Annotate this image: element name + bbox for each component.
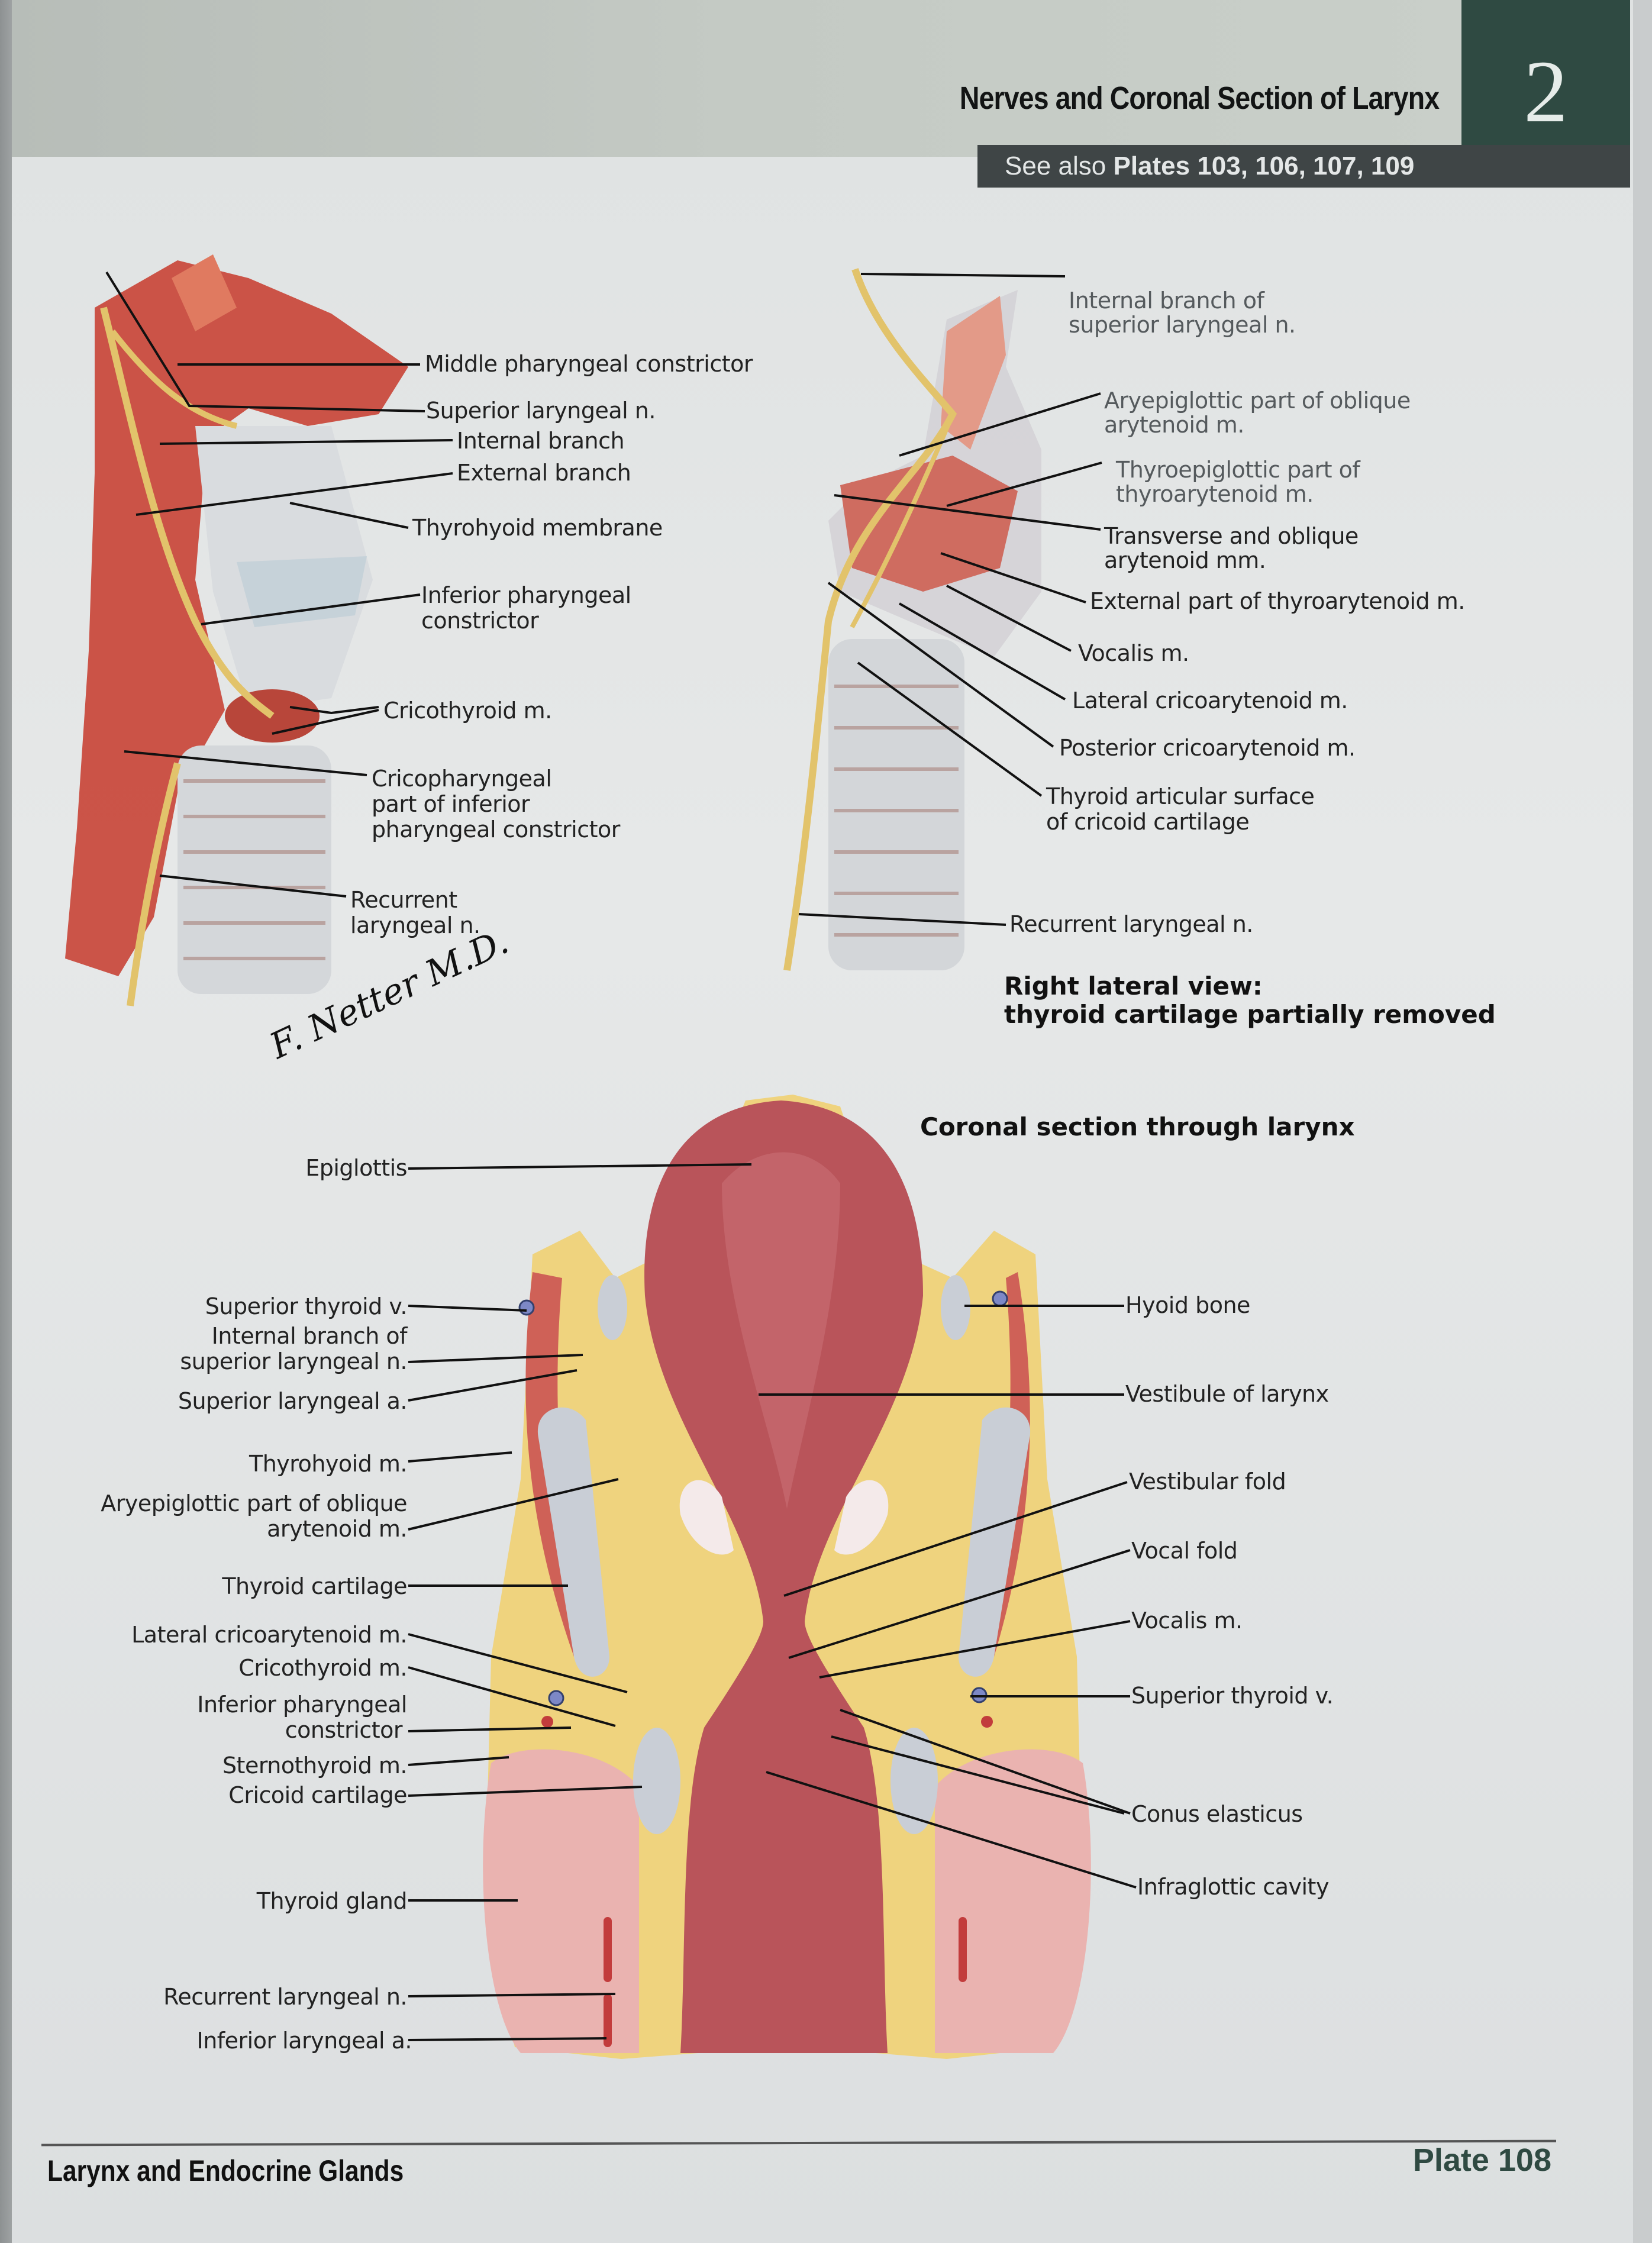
label-infraglottic-cavity: Infraglottic cavity bbox=[1137, 1874, 1329, 1900]
right-larynx-illustration bbox=[783, 268, 1041, 971]
label-cricopharyngeal-line3: pharyngeal constrictor bbox=[372, 816, 620, 843]
label-recurrent-laryngeal-n-right: Recurrent laryngeal n. bbox=[1009, 911, 1253, 937]
label-internal-branch-line1: Internal branch of bbox=[211, 1323, 408, 1349]
label-conus-elasticus: Conus elasticus bbox=[1131, 1801, 1303, 1827]
label-thyroepiglottic-line1: Thyroepiglottic part of bbox=[1116, 457, 1360, 483]
label-lateral-cricoarytenoid: Lateral cricoarytenoid m. bbox=[1072, 688, 1348, 714]
chapter-tab: 2 bbox=[1461, 0, 1630, 145]
label-aryepiglottic-coronal-line2: arytenoid m. bbox=[267, 1516, 407, 1542]
label-vocalis-m: Vocalis m. bbox=[1078, 640, 1189, 666]
left-larynx-illustration bbox=[65, 254, 408, 1006]
label-thyrohyoid-m: Thyrohyoid m. bbox=[249, 1451, 408, 1477]
label-hyoid-bone: Hyoid bone bbox=[1125, 1292, 1250, 1318]
label-cricopharyngeal-line1: Cricopharyngeal bbox=[372, 766, 552, 792]
label-inferior-pharyngeal-coronal-line1: Inferior pharyngeal bbox=[197, 1692, 407, 1718]
label-aryepiglottic-coronal-line1: Aryepiglottic part of oblique bbox=[101, 1490, 407, 1516]
caption-thyroid-removed: thyroid cartilage partially removed bbox=[1004, 1000, 1496, 1029]
label-transverse-oblique-line1: Transverse and oblique bbox=[1104, 523, 1359, 549]
label-transverse-oblique-line2: arytenoid mm. bbox=[1104, 547, 1266, 573]
label-external-branch: External branch bbox=[457, 460, 631, 486]
label-internal-branch-sup-laryngeal-line1: Internal branch of bbox=[1069, 288, 1264, 314]
label-recurrent-line1: Recurrent bbox=[350, 887, 457, 913]
label-aryepiglottic-line2: arytenoid m. bbox=[1104, 412, 1244, 438]
label-recurrent-line2: laryngeal n. bbox=[350, 912, 480, 938]
label-thyroid-gland: Thyroid gland bbox=[256, 1888, 408, 1914]
label-external-part-thyroarytenoid: External part of thyroarytenoid m. bbox=[1090, 588, 1465, 614]
coronal-section-illustration bbox=[483, 1095, 1091, 2059]
label-posterior-cricoarytenoid: Posterior cricoarytenoid m. bbox=[1059, 735, 1356, 761]
label-thyroid-cartilage: Thyroid cartilage bbox=[222, 1573, 407, 1599]
plate-title: Nerves and Coronal Section of Larynx bbox=[959, 80, 1440, 116]
label-superior-laryngeal-a: Superior laryngeal a. bbox=[178, 1388, 408, 1414]
label-cricopharyngeal-line2: part of inferior bbox=[372, 791, 530, 817]
label-thyroid-articular-line2: of cricoid cartilage bbox=[1046, 809, 1250, 835]
caption-coronal-section: Coronal section through larynx bbox=[920, 1112, 1355, 1141]
label-vestibular-fold: Vestibular fold bbox=[1129, 1469, 1286, 1495]
label-thyroepiglottic-line2: thyroarytenoid m. bbox=[1116, 481, 1314, 507]
see-also-plates: Plates 103, 106, 107, 109 bbox=[1113, 151, 1415, 180]
label-middle-pharyngeal-constrictor: Middle pharyngeal constrictor bbox=[425, 351, 753, 377]
see-also-bar: See also Plates 103, 106, 107, 109 bbox=[977, 145, 1630, 188]
label-superior-thyroid-v-left: Superior thyroid v. bbox=[205, 1293, 408, 1319]
label-inferior-pharyngeal-coronal-line2: constrictor bbox=[285, 1717, 403, 1743]
label-aryepiglottic-line1: Aryepiglottic part of oblique bbox=[1104, 388, 1411, 414]
label-vocal-fold: Vocal fold bbox=[1131, 1538, 1238, 1564]
label-cricothyroid-m: Cricothyroid m. bbox=[383, 698, 552, 724]
footer-section-title: Larynx and Endocrine Glands bbox=[47, 2154, 404, 2187]
label-cricoid-cartilage: Cricoid cartilage bbox=[228, 1782, 407, 1808]
label-inferior-laryngeal-a: Inferior laryngeal a. bbox=[196, 2028, 412, 2054]
label-inferior-pharyngeal-line1: Inferior pharyngeal bbox=[421, 582, 631, 608]
label-internal-branch-sup-laryngeal-line2: superior laryngeal n. bbox=[1069, 312, 1296, 338]
caption-right-lateral-view: Right lateral view: bbox=[1004, 972, 1263, 1001]
see-also-prefix: See also bbox=[1005, 151, 1106, 180]
label-superior-laryngeal-n: Superior laryngeal n. bbox=[426, 398, 656, 424]
label-vocalis-m-coronal: Vocalis m. bbox=[1131, 1608, 1243, 1634]
label-thyrohyoid-membrane: Thyrohyoid membrane bbox=[412, 515, 663, 541]
label-lateral-cricoarytenoid-coronal: Lateral cricoarytenoid m. bbox=[131, 1622, 407, 1648]
header-band bbox=[12, 0, 1461, 157]
label-thyroid-articular-line1: Thyroid articular surface bbox=[1046, 783, 1315, 809]
label-sternothyroid-m: Sternothyroid m. bbox=[222, 1753, 408, 1779]
footer-plate-number: Plate 108 bbox=[1412, 2142, 1551, 2178]
label-inferior-pharyngeal-line2: constrictor bbox=[421, 608, 539, 634]
label-internal-branch: Internal branch bbox=[457, 428, 625, 454]
label-cricothyroid-coronal: Cricothyroid m. bbox=[238, 1655, 407, 1681]
label-internal-branch-line2: superior laryngeal n. bbox=[180, 1348, 407, 1374]
label-superior-thyroid-v-right: Superior thyroid v. bbox=[1131, 1683, 1334, 1709]
label-epiglottis: Epiglottis bbox=[305, 1155, 407, 1181]
label-recurrent-laryngeal-coronal: Recurrent laryngeal n. bbox=[163, 1984, 407, 2010]
label-vestibule-of-larynx: Vestibule of larynx bbox=[1125, 1381, 1329, 1407]
